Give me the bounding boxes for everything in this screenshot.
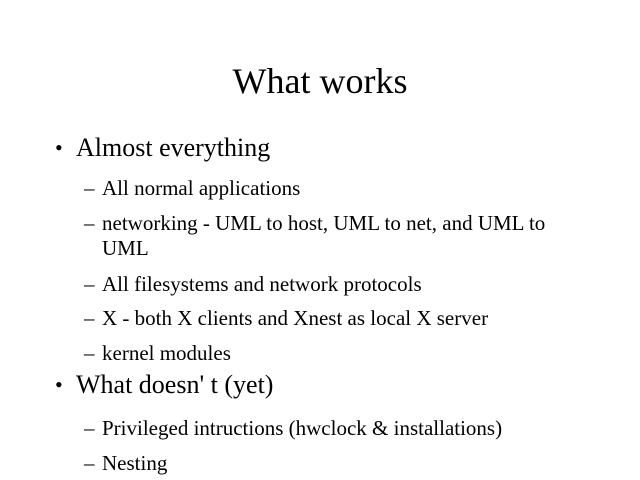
sub-item-text: networking - UML to host, UML to net, an… <box>102 211 546 260</box>
sub-item-text: Privileged intructions (hwclock & instal… <box>102 416 503 440</box>
bullet-icon: • <box>55 135 63 160</box>
dash-icon: – <box>84 416 95 440</box>
bullet-icon: • <box>55 372 63 397</box>
dash-icon: – <box>84 306 95 330</box>
bullet-text: What doesn' t (yet) <box>76 370 274 399</box>
dash-icon: – <box>84 211 95 235</box>
dash-icon: – <box>84 176 95 200</box>
slide-title: What works <box>232 61 408 101</box>
sub-item-text: X - both X clients and Xnest as local X … <box>102 306 489 330</box>
dash-icon: – <box>84 272 95 296</box>
sub-item-text: kernel modules <box>102 341 231 365</box>
bullet-text: Almost everything <box>76 133 271 162</box>
sub-item-text: All normal applications <box>102 176 301 200</box>
sub-item-text: Nesting <box>102 451 168 475</box>
sub-item-text: All filesystems and network protocols <box>102 272 422 296</box>
dash-icon: – <box>84 451 95 475</box>
dash-icon: – <box>84 341 95 365</box>
